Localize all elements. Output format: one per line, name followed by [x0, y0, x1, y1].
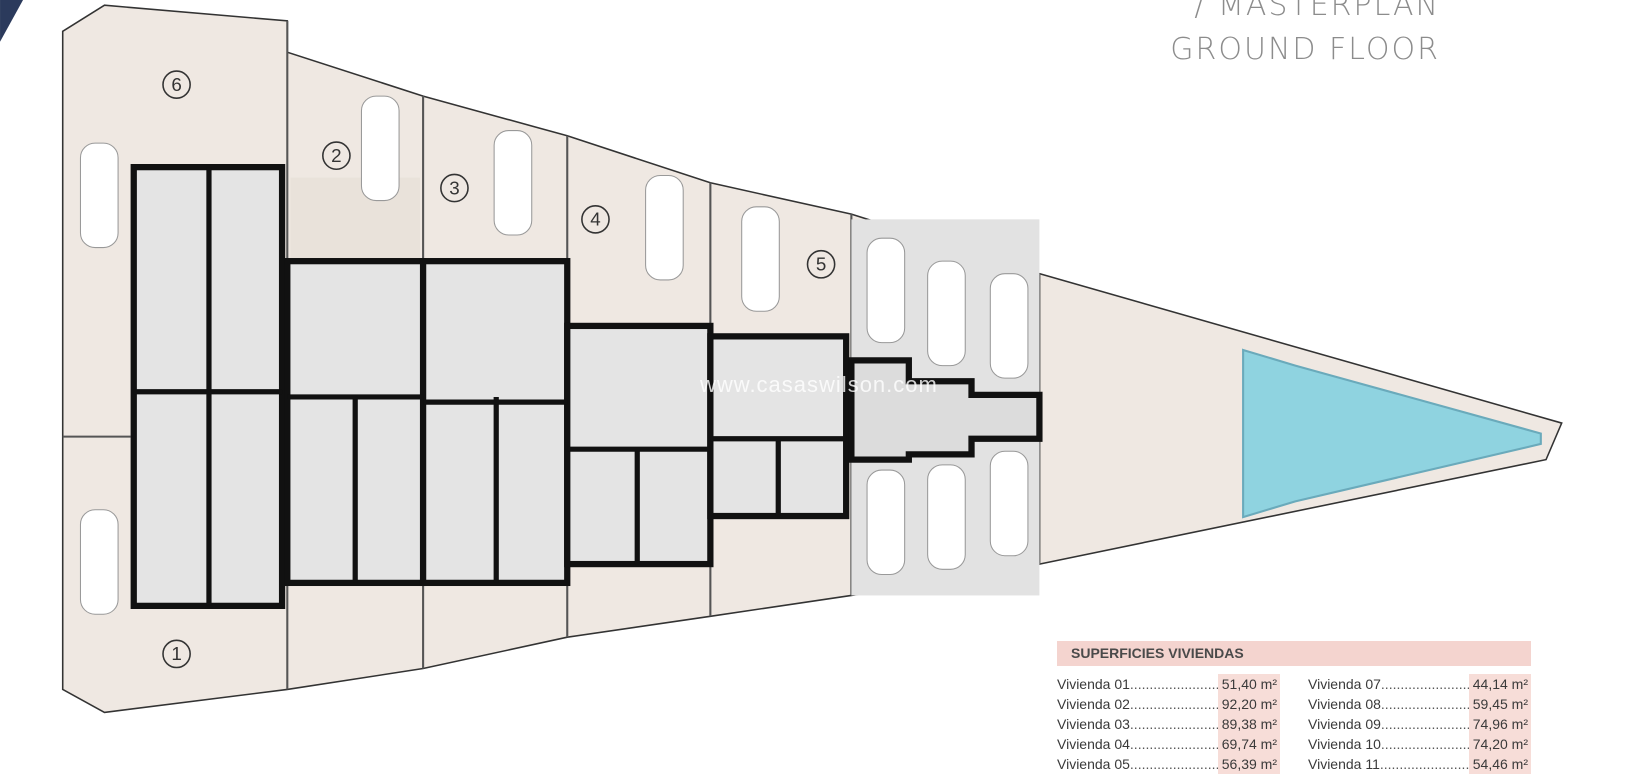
car-icon [741, 206, 780, 312]
car-icon [79, 509, 119, 615]
area-value: 51,40 m² [1218, 674, 1280, 694]
car-icon [989, 450, 1029, 557]
unit-number-2: 2 [331, 145, 341, 166]
leader-dots [1130, 734, 1218, 754]
cars [79, 95, 1029, 615]
driveway-tile-2 [290, 177, 420, 262]
leader-dots [1381, 674, 1469, 694]
area-label: Vivienda 01 [1057, 676, 1130, 692]
leader-dots [1130, 674, 1218, 694]
area-value: 44,14 m² [1469, 674, 1531, 694]
corner-accent [0, 0, 24, 42]
unit-number-3: 3 [449, 177, 459, 198]
area-value: 69,74 m² [1218, 734, 1280, 754]
area-row: Vivienda 07 44,14 m² [1308, 674, 1531, 694]
leader-dots [1130, 754, 1218, 774]
title-masterplan: / MASTERPLAN [1194, 0, 1440, 23]
unit-number-5: 5 [816, 254, 826, 275]
leader-dots [1130, 714, 1218, 734]
car-icon [645, 174, 684, 281]
watermark: www.casaswilson.com [700, 372, 938, 397]
car-icon [493, 130, 533, 236]
leader-dots [1380, 754, 1469, 774]
area-value: 54,46 m² [1469, 754, 1531, 774]
areas-table: SUPERFICIES VIVIENDAS Vivienda 01 51,40 m… [1057, 641, 1531, 774]
car-icon [927, 464, 966, 570]
car-icon [79, 142, 119, 249]
area-value: 74,96 m² [1469, 714, 1531, 734]
interior-walls [133, 167, 847, 606]
area-value: 74,20 m² [1469, 734, 1531, 754]
unit-number-circles [162, 70, 836, 669]
area-label: Vivienda 11 [1308, 756, 1380, 772]
car-icon [360, 95, 400, 202]
car-icon [989, 273, 1029, 379]
title-ground-floor: GROUND FLOOR [1170, 32, 1440, 67]
area-row: Vivienda 01 51,40 m² [1057, 674, 1280, 694]
area-value: 56,39 m² [1218, 754, 1280, 774]
area-row: Vivienda 04 69,74 m² [1057, 734, 1280, 754]
area-label: Vivienda 07 [1308, 676, 1381, 692]
area-row: Vivienda 09 74,96 m² [1308, 714, 1531, 734]
pool [1242, 348, 1542, 519]
area-row: Vivienda 08 59,45 m² [1308, 694, 1531, 714]
area-row: Vivienda 03 89,38 m² [1057, 714, 1280, 734]
car-icon [866, 469, 906, 576]
common-stair-block [848, 357, 1043, 463]
area-label: Vivienda 03 [1057, 716, 1130, 732]
area-label: Vivienda 10 [1308, 736, 1381, 752]
area-label: Vivienda 05 [1057, 756, 1130, 772]
area-row: Vivienda 10 74,20 m² [1308, 734, 1531, 754]
leader-dots [1381, 694, 1469, 714]
area-row: Vivienda 11 54,46 m² [1308, 754, 1531, 774]
unit-number-6: 6 [171, 74, 181, 95]
area-value: 92,20 m² [1218, 694, 1280, 714]
area-label: Vivienda 04 [1057, 736, 1130, 752]
area-label: Vivienda 02 [1057, 696, 1130, 712]
area-row: Vivienda 02 92,20 m² [1057, 694, 1280, 714]
area-value: 59,45 m² [1469, 694, 1531, 714]
unit-number-4: 4 [590, 209, 600, 230]
area-value: 89,38 m² [1218, 714, 1280, 734]
area-label: Vivienda 09 [1308, 716, 1381, 732]
area-row: Vivienda 05 56,39 m² [1057, 754, 1280, 774]
leader-dots [1381, 734, 1469, 754]
leader-dots [1381, 714, 1469, 734]
leader-dots [1130, 694, 1218, 714]
unit-number-1: 1 [171, 643, 181, 664]
area-label: Vivienda 08 [1308, 696, 1381, 712]
car-icon [927, 260, 966, 367]
car-icon [866, 237, 906, 344]
areas-table-heading: SUPERFICIES VIVIENDAS [1057, 641, 1531, 666]
